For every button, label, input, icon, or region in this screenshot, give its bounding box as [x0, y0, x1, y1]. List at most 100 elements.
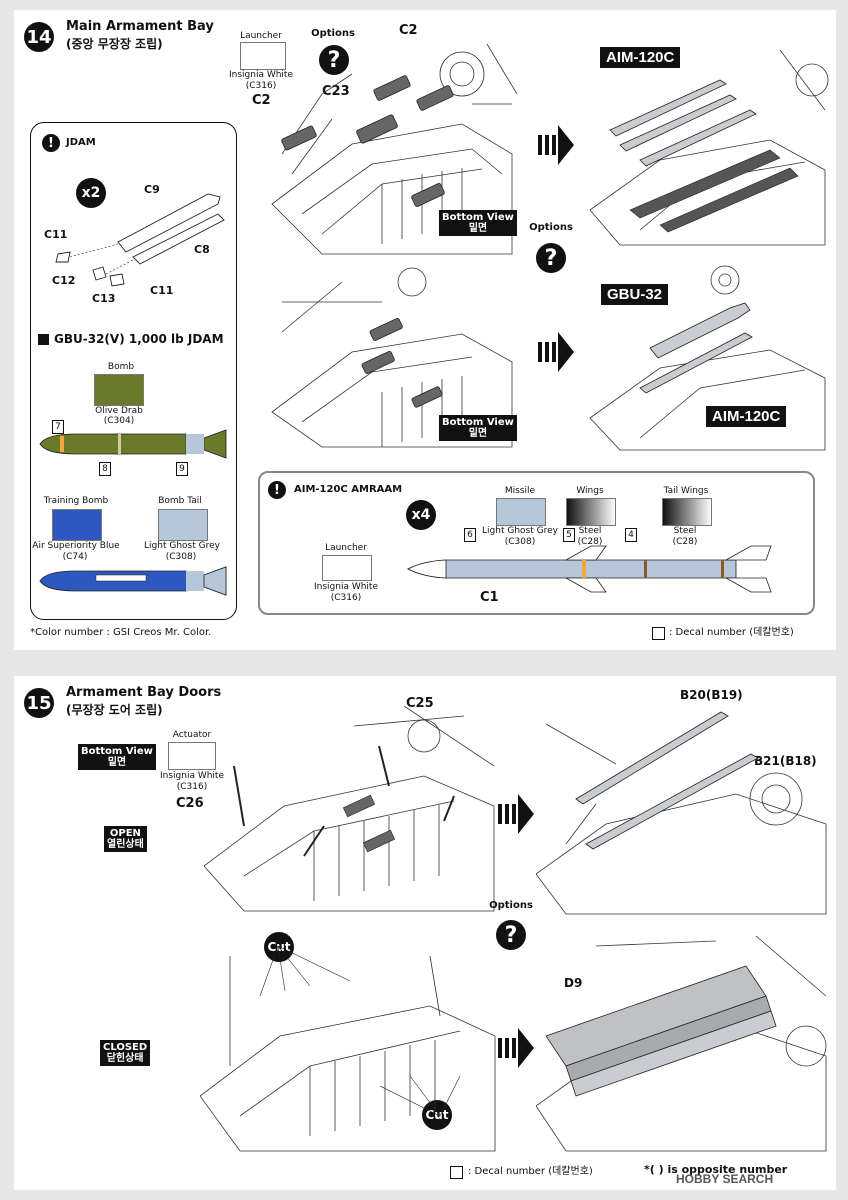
part-c2-left-label: C2 [252, 93, 271, 108]
light-ghost-grey-swatch [158, 509, 208, 541]
open-text: OPEN [109, 828, 141, 839]
part-c11-label-a: C11 [44, 228, 68, 241]
actuator-color-code: (C316) [176, 782, 208, 792]
arrow-right-icon [538, 125, 574, 165]
x4-multiplier-badge: x4 [406, 500, 436, 530]
tail-wings-color-swatch [662, 498, 712, 526]
bay-assembly-drawing-bottom [271, 267, 513, 448]
actuator-label: Actuator [172, 730, 212, 740]
closed-text: CLOSED [103, 1042, 148, 1053]
bay-assembly-drawing-top [271, 43, 518, 255]
part-b21-label: B21(B18) [754, 754, 817, 768]
training-color-name: Air Superiority Blue [32, 541, 120, 551]
jdam-heading: JDAM [66, 137, 96, 148]
launcher-color-name: Insignia White [228, 70, 293, 80]
opposite-number-note: *( ) is opposite number [644, 1163, 788, 1176]
decal-5-box: 5 [563, 528, 575, 542]
question-mark-icon: ? [536, 243, 566, 273]
options-label: Options [311, 28, 355, 39]
decal-8-box: 8 [99, 462, 111, 476]
training-bomb-drawing [39, 566, 227, 596]
jdam-parts-drawing [55, 193, 225, 287]
hobby-search-watermark: HOBBY SEARCH [676, 1172, 774, 1186]
tail-color-code: (C308) [165, 552, 197, 562]
bottom-view-tag-bottom: Bottom View 밑면 [439, 415, 517, 441]
tail-wings-color-name: Steel [673, 526, 697, 536]
decal-6-box: 6 [464, 528, 476, 542]
olive-drab-swatch [94, 374, 144, 406]
decal-4-box: 4 [625, 528, 637, 542]
step-14-panel: 14 Main Armament Bay (중앙 무장장 조립) Launche… [14, 10, 836, 650]
decal-7-box: 7 [52, 420, 64, 434]
amraam-launcher-label: Launcher [325, 543, 367, 553]
bomb-tail-label: Bomb Tail [158, 496, 202, 506]
step-15-panel: 15 Armament Bay Doors (무장장 도어 조립) Bottom… [14, 676, 836, 1190]
part-c26-label: C26 [176, 796, 204, 811]
question-mark-icon: ? [496, 920, 526, 950]
options-label: Options [489, 900, 533, 911]
missile-color-swatch [496, 498, 546, 526]
arrow-right-icon [498, 794, 534, 834]
decal-note-text: : Decal number (데칼번호) [468, 1166, 593, 1177]
part-c23-label: C23 [322, 84, 350, 99]
amraam-missile-drawing [407, 545, 772, 593]
part-c12-label: C12 [52, 274, 76, 287]
step-title: Main Armament Bay [66, 19, 214, 34]
bottom-view-korean: 밑면 [468, 223, 488, 234]
decal-note-text: : Decal number (데칼번호) [669, 627, 794, 638]
step-number-badge: 14 [24, 22, 54, 52]
training-color-code: (C74) [62, 552, 88, 562]
gbu32-banner: GBU-32 [601, 284, 669, 305]
x2-multiplier-badge: x2 [76, 178, 106, 208]
bottom-view-korean: 밑면 [468, 428, 488, 439]
bottom-view-tag-top: Bottom View 밑면 [439, 210, 517, 236]
bay-doors-installed-drawing [536, 711, 827, 915]
aim120c-installed-drawing [589, 49, 829, 246]
question-mark-icon: ? [319, 45, 349, 75]
exclamation-icon: ! [42, 134, 60, 152]
tail-wings-label: Tail Wings [663, 486, 709, 496]
arrow-right-icon [538, 332, 574, 372]
closed-state-tag: CLOSED 닫힌상태 [100, 1040, 151, 1066]
bomb-color-code: (C304) [103, 416, 135, 426]
bomb-color-name: Olive Drab [95, 406, 143, 416]
training-bomb-label: Training Bomb [43, 496, 109, 506]
gbu32-title: GBU-32(V) 1,000 lb JDAM [54, 332, 224, 346]
tail-color-name: Light Ghost Grey [144, 541, 220, 551]
amraam-info-box [258, 471, 815, 615]
amraam-heading: AIM-120C AMRAAM [294, 484, 403, 495]
gbu32-bullet [38, 334, 49, 345]
actuator-color-name: Insignia White [159, 771, 224, 781]
step-title: Armament Bay Doors [66, 685, 222, 700]
part-c9-label: C9 [144, 183, 160, 196]
part-c25-label: C25 [406, 696, 434, 711]
decal-9-box: 9 [176, 462, 188, 476]
part-c1-label: C1 [480, 590, 499, 605]
tail-wings-color-code: (C28) [672, 537, 698, 547]
amraam-launcher-color: Insignia White [313, 582, 378, 592]
air-superiority-blue-swatch [52, 509, 102, 541]
decal-note-box-icon [652, 627, 665, 640]
options-label-2: Options [529, 222, 573, 233]
wings-color-code: (C28) [577, 537, 603, 547]
launcher-color-code: (C316) [245, 81, 277, 91]
cut-badge-bottom: Cut [422, 1100, 452, 1130]
missile-label: Missile [504, 486, 536, 496]
amraam-launcher-swatch [322, 555, 372, 581]
part-b20-label: B20(B19) [680, 688, 743, 702]
part-c11-label-b: C11 [150, 284, 174, 297]
bottom-view-text: Bottom View [442, 417, 514, 428]
missile-color-name: Light Ghost Grey [482, 526, 558, 536]
bottom-view-korean: 밑면 [107, 757, 127, 768]
gbu32-installed-drawing [589, 265, 826, 451]
jdam-info-box [30, 122, 237, 620]
aim120c-banner-2: AIM-120C [706, 406, 787, 427]
exclamation-icon: ! [268, 481, 286, 499]
step-title-korean: (무장장 도어 조립) [66, 703, 163, 717]
actuator-color-swatch [168, 742, 216, 770]
bottom-view-tag: Bottom View 밑면 [78, 744, 156, 770]
step-number-badge: 15 [24, 688, 54, 718]
bomb-label: Bomb [107, 362, 135, 372]
step-title-korean: (중앙 무장장 조립) [66, 37, 163, 51]
gbu32-bomb-drawing [39, 429, 227, 459]
